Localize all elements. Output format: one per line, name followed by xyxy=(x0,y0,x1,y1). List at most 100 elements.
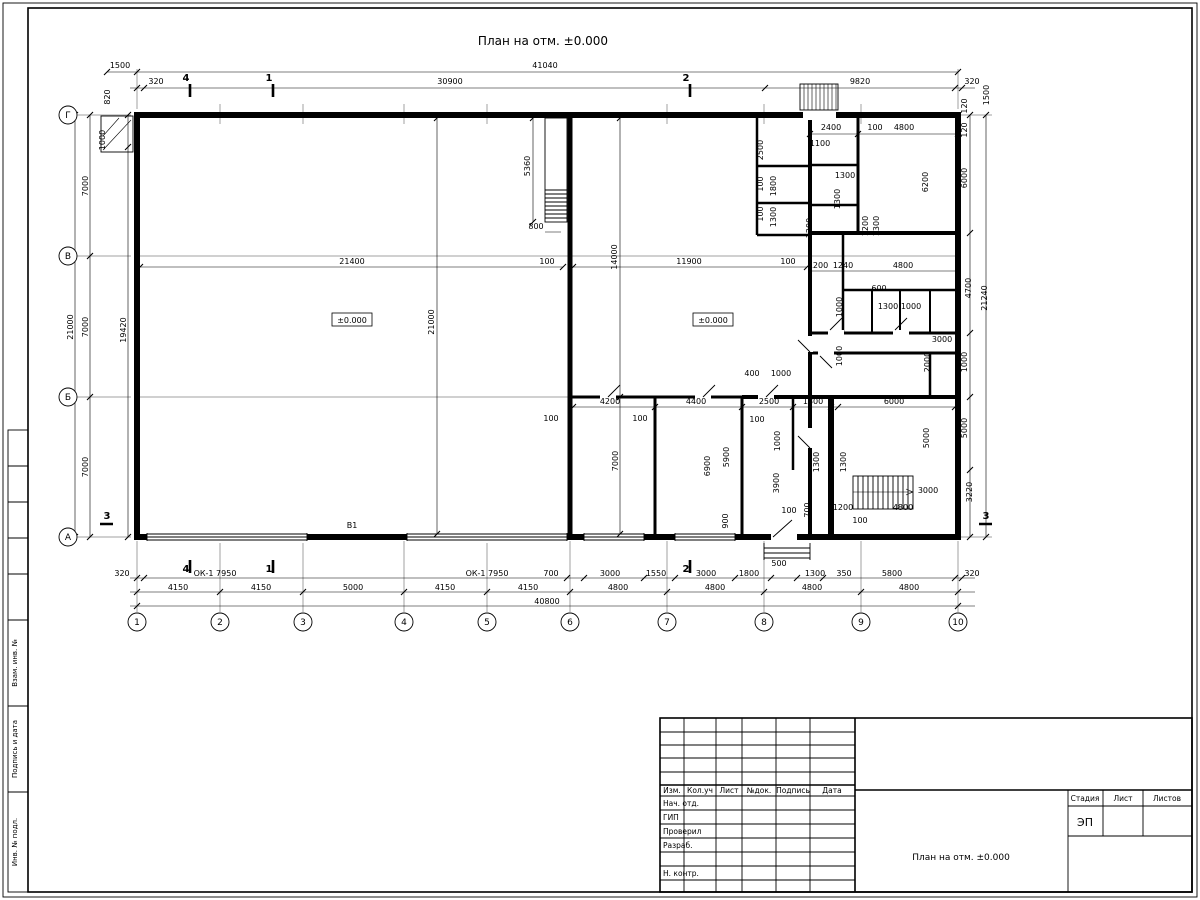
dim-label: 3000 xyxy=(600,569,620,578)
dim-label: В1 xyxy=(347,521,358,530)
elevation-mark-label: ±0.000 xyxy=(698,316,728,325)
elevation-marks: ±0.000 ±0.000 xyxy=(331,312,734,327)
dim-label: 2400 xyxy=(821,123,841,132)
section-mark-label: 2 xyxy=(683,564,690,575)
dim-label: 1300 xyxy=(833,189,842,209)
axis-column-label: 4 xyxy=(401,618,407,628)
dim-label: 4800 xyxy=(705,583,725,592)
section-mark-flags xyxy=(100,84,992,573)
dim-label: 500 xyxy=(771,559,786,568)
dim-label: 6200 xyxy=(921,172,930,192)
dim-label: 1300 xyxy=(878,302,898,311)
axis-row-bubble xyxy=(58,105,78,125)
dim-label: 1240 xyxy=(833,261,853,270)
dim-label: 820 xyxy=(103,89,112,104)
tb-role-nkontr: Н. контр. xyxy=(663,869,699,878)
dim-label: 4800 xyxy=(802,583,822,592)
dim-label: 100 xyxy=(781,506,796,515)
dim-label: 1000 xyxy=(960,352,969,372)
dim-label: 4800 xyxy=(899,583,919,592)
axis-column-label: 7 xyxy=(664,618,670,628)
axis-column-label: 10 xyxy=(952,618,964,628)
dim-label: 1550 xyxy=(646,569,666,578)
dim-label: 4150 xyxy=(518,583,538,592)
dim-label: 1200 xyxy=(805,218,814,238)
tb-role-gip: ГИП xyxy=(663,813,679,822)
dim-label: 4200 xyxy=(600,397,620,406)
axis-row-label: В xyxy=(65,252,71,262)
dim-label: 2500 xyxy=(759,397,779,406)
axis-column-bubble xyxy=(394,612,414,632)
dim-label: 1300 xyxy=(805,569,825,578)
axis-column-label: 8 xyxy=(761,618,767,628)
dim-label: 7000 xyxy=(611,451,620,471)
dim-label: 800 xyxy=(528,222,543,231)
dim-label: 3220 xyxy=(965,482,974,502)
dim-label: 1800 xyxy=(739,569,759,578)
axis-column-bubble xyxy=(477,612,497,632)
left-margin-boxes xyxy=(7,429,29,893)
tb-sheets-header: Листов xyxy=(1153,794,1181,803)
dim-label: 5000 xyxy=(343,583,363,592)
dim-label: 400 xyxy=(744,369,759,378)
dim-label: 6900 xyxy=(703,456,712,476)
dim-label: 6000 xyxy=(960,168,969,188)
dim-label: 100 xyxy=(852,516,867,525)
dim-label: 1000 xyxy=(835,346,844,366)
dim-label: 9820 xyxy=(850,77,870,86)
dim-label: 3000 xyxy=(696,569,716,578)
dim-label: 1300 xyxy=(769,207,778,227)
elevation-mark-box xyxy=(692,312,734,327)
axis-column-bubble xyxy=(851,612,871,632)
axis-column-bubble xyxy=(210,612,230,632)
tb-role-proveril: Проверил xyxy=(663,827,702,836)
dim-label: 100 xyxy=(632,414,647,423)
dim-label: 100 xyxy=(756,176,765,191)
section-mark-label: 4 xyxy=(183,73,190,84)
dim-label: 320 xyxy=(148,77,163,86)
tb-header-list: Лист xyxy=(719,786,739,795)
dim-label: 1200 xyxy=(808,261,828,270)
axis-column-label: 9 xyxy=(858,618,864,628)
title-block: Изм. Кол.уч Лист №док. Подпись Дата Нач.… xyxy=(659,717,1193,893)
section-mark-label: 3 xyxy=(104,511,111,522)
dim-label: 100 xyxy=(539,257,554,266)
elevation-mark-box xyxy=(331,312,373,327)
dim-label: 4150 xyxy=(435,583,455,592)
dim-label: 11900 xyxy=(676,257,701,266)
dim-label: 1300 xyxy=(835,171,855,180)
axis-column-bubble xyxy=(657,612,677,632)
axis-column-bubble xyxy=(127,612,147,632)
axis-column-label: 3 xyxy=(300,618,306,628)
dim-label: 4800 xyxy=(608,583,628,592)
dimension-lines xyxy=(74,71,987,607)
dim-label: 1500 xyxy=(982,85,991,105)
dim-label: 1300 xyxy=(812,452,821,472)
dim-label: 100 xyxy=(756,206,765,221)
dim-label: 5360 xyxy=(523,156,532,176)
dim-label: 320 xyxy=(114,569,129,578)
dim-label: 1300 xyxy=(839,452,848,472)
dim-label: 900 xyxy=(721,513,730,528)
dim-label: 4400 xyxy=(686,397,706,406)
dim-label: 3900 xyxy=(772,473,781,493)
axis-column-bubble xyxy=(948,612,968,632)
axis-column-bubble xyxy=(293,612,313,632)
axis-column-bubble xyxy=(560,612,580,632)
axis-row-bubble xyxy=(58,387,78,407)
dim-label: 100 xyxy=(749,415,764,424)
dim-label: 1500 xyxy=(110,61,130,70)
axis-column-bubble xyxy=(754,612,774,632)
section-mark-label: 2 xyxy=(683,73,690,84)
tb-stage-header: Стадия xyxy=(1071,794,1100,803)
dim-label: 1200 xyxy=(833,503,853,512)
dim-label: 4800 xyxy=(894,123,914,132)
dim-label: 4700 xyxy=(964,278,973,298)
elevation-mark-label: ±0.000 xyxy=(337,316,367,325)
dim-label: 2000 xyxy=(923,352,932,372)
